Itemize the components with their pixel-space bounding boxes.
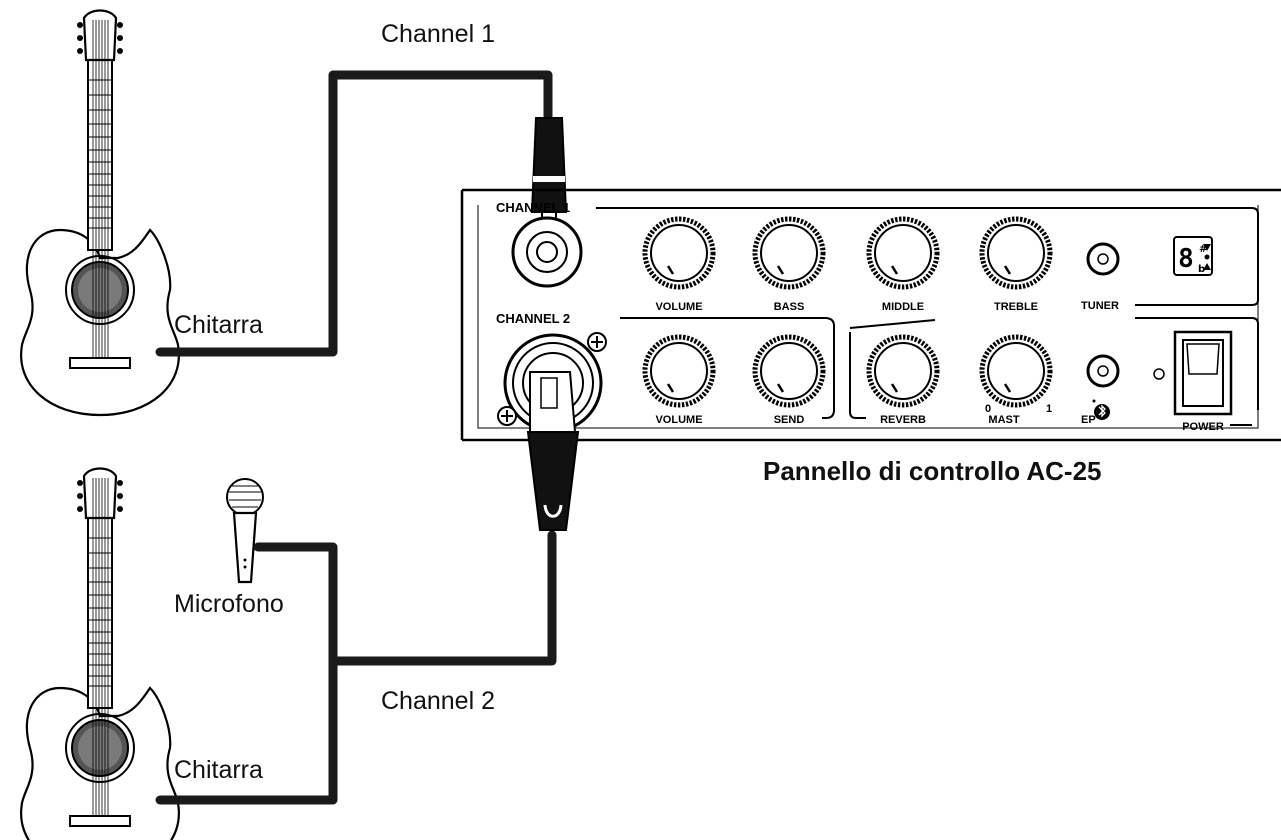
guitar-1-illustration [20,9,180,417]
master-label: MAST [988,414,1019,426]
reverb-label: REVERB [880,414,926,426]
tuner-flat-symbol: b [1198,264,1205,275]
channel-1-input-jack[interactable] [511,216,583,288]
send-label: SEND [774,414,805,426]
channel-1-header: CHANNEL 1 [496,200,570,215]
master-scale-min: 0 [985,403,991,415]
channel-2-volume-label: VOLUME [655,414,702,426]
guitar-2-illustration [20,467,180,840]
microphone-illustration [226,478,264,584]
power-label: POWER [1182,421,1224,433]
tuner-button[interactable] [1086,242,1120,276]
ep-label: EP [1081,414,1096,426]
bass-knob[interactable] [752,216,826,290]
channel-1-volume-label: VOLUME [655,301,702,313]
microphone-label: Microfono [174,590,284,618]
tuner-sharp-symbol: # [1199,244,1207,255]
channel-2-guitar-cable [155,656,338,805]
panel-caption: Pannello di controllo AC-25 [763,456,1102,486]
reverb-knob[interactable] [866,334,940,408]
bluetooth-icon [1094,404,1110,420]
ep-button[interactable] [1086,354,1120,388]
power-switch[interactable] [1173,330,1233,416]
send-knob[interactable] [752,334,826,408]
channel-1-label: Channel 1 [381,20,495,48]
control-panel: CHANNEL 1 VOLUME BASS MIDDLE [460,188,1281,531]
middle-knob[interactable] [866,216,940,290]
channel-2-mic-cable [253,530,557,666]
channel-2-label: Channel 2 [381,687,495,715]
master-scale-max: 1 [1046,403,1052,415]
power-led [1153,368,1165,380]
guitar-1-label: Chitarra [174,311,263,339]
channel-2-header: CHANNEL 2 [496,311,570,326]
treble-knob[interactable] [979,216,1053,290]
channel-2-xlr-plug [526,371,580,531]
guitar-2-label: Chitarra [174,756,263,784]
tuner-display-digit: 8 [1178,244,1194,274]
tuner-label: TUNER [1081,300,1119,312]
middle-label: MIDDLE [882,301,924,313]
channel-2-volume-knob[interactable] [642,334,716,408]
treble-label: TREBLE [994,301,1038,313]
master-knob[interactable] [979,334,1053,408]
channel-1-cable [155,70,553,357]
bass-label: BASS [774,301,805,313]
channel-1-volume-knob[interactable] [642,216,716,290]
tuner-display: 8 # b [1173,236,1213,276]
